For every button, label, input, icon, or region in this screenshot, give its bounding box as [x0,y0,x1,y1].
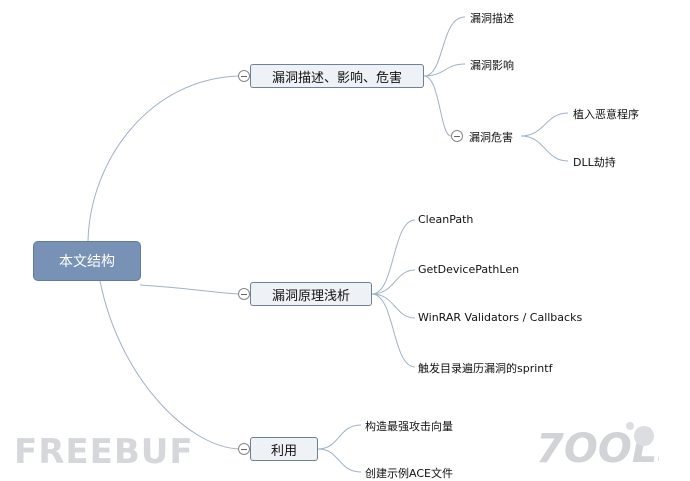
connector-b1-leaf1 [423,16,466,77]
connector-root-branch3 [99,280,241,450]
leaf-node[interactable]: 创建示例ACE文件 [365,467,453,480]
connector-b2-leaf1 [371,219,416,295]
leaf-node[interactable]: 构造最强攻击向量 [365,420,453,433]
collapse-toggle-icon[interactable] [238,70,250,82]
branch-node-principle[interactable]: 漏洞原理浅析 [250,282,372,306]
connector-b2-leaf4 [371,293,416,368]
leaf-node[interactable]: 漏洞描述 [470,12,514,25]
sub-leaf-node[interactable]: DLL劫持 [573,156,616,169]
7ools-logo-watermark: 7OOLS [536,422,659,472]
connector-root-branch1 [87,75,241,242]
connector-b2-leaf2 [371,269,416,295]
branch-node-description[interactable]: 漏洞描述、影响、危害 [250,64,424,88]
collapse-toggle-icon[interactable] [238,443,250,455]
leaf-node[interactable]: GetDevicePathLen [418,263,520,276]
leaf-node[interactable]: WinRAR Validators / Callbacks [418,311,583,324]
leaf-node[interactable]: CleanPath [418,213,474,226]
collapse-toggle-icon[interactable] [451,130,463,142]
sub-leaf-node[interactable]: 植入恶意程序 [573,108,639,121]
connector-b1c3-sub1 [520,112,569,137]
connector-b2-leaf3 [371,293,416,319]
connector-b3-leaf1 [317,424,362,450]
connector-root-branch2 [139,284,241,295]
collapse-toggle-icon[interactable] [238,288,250,300]
connector-b1-leaf3 [423,75,452,137]
connector-b1-leaf2 [423,63,466,77]
connector-b1c3-sub2 [520,135,569,162]
connector-b3-leaf2 [317,448,362,473]
branch-node-exploit[interactable]: 利用 [250,437,318,461]
leaf-node[interactable]: 漏洞危害 [469,131,513,144]
freebuf-watermark: FREEBUF [14,432,194,472]
root-node[interactable]: 本文结构 [33,241,141,281]
leaf-node[interactable]: 漏洞影响 [470,59,514,72]
leaf-node[interactable]: 触发目录遍历漏洞的sprintf [418,362,553,375]
